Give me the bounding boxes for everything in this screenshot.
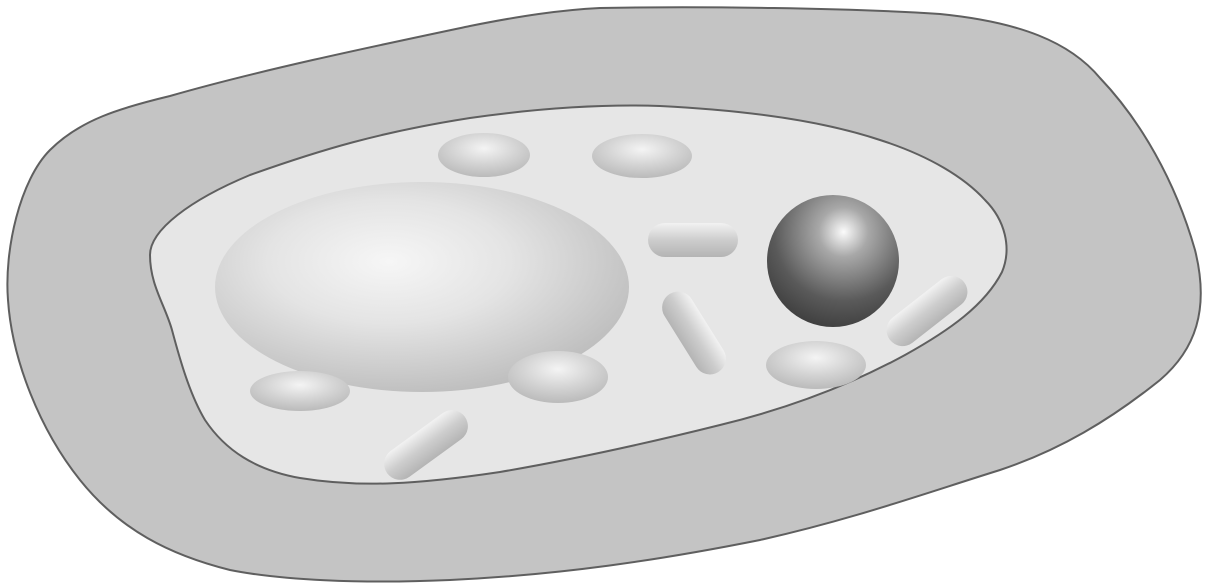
organelle-oval xyxy=(508,351,608,403)
organelle-oval xyxy=(250,371,350,411)
organelle-oval xyxy=(766,341,866,389)
dark-sphere xyxy=(767,195,899,327)
organelle-oval xyxy=(592,134,692,178)
organelle-oval xyxy=(438,133,530,177)
organelle-rod xyxy=(648,223,738,257)
